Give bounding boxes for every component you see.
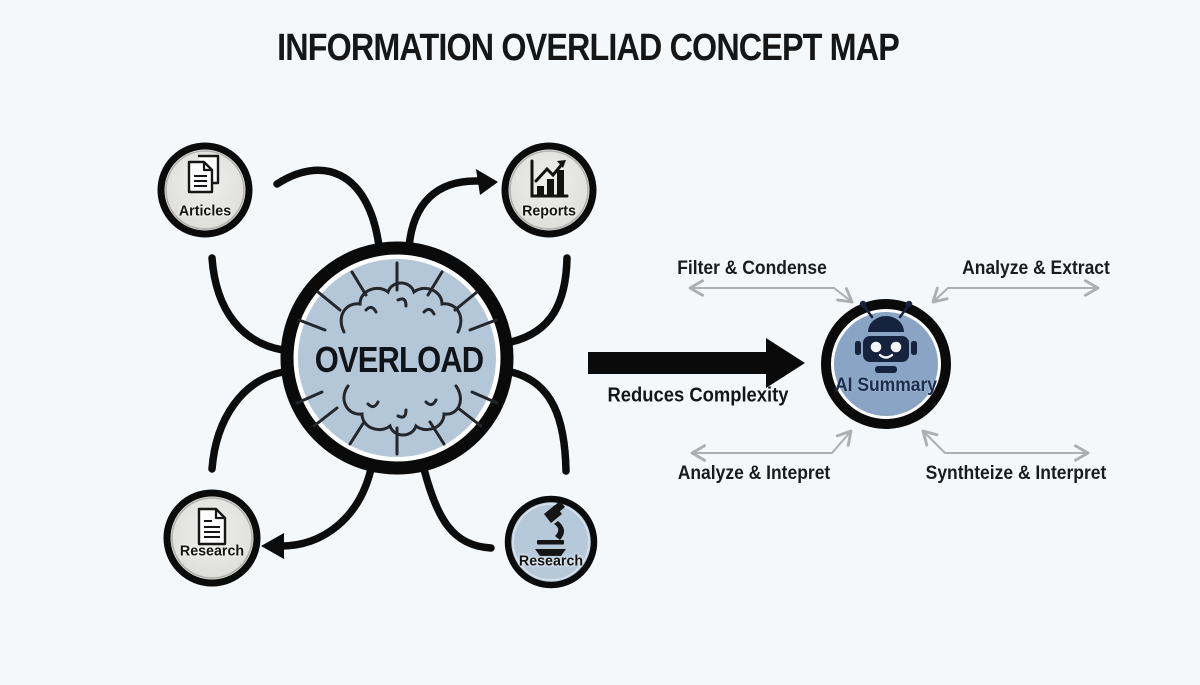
arrow-analyze-extract: [931, 279, 1100, 304]
arrow-analyze-intepret: [690, 429, 853, 462]
ai-fill: [834, 312, 938, 416]
overload-label: OVERLOAD: [314, 339, 484, 380]
edge-overload-to-research-bl: [277, 465, 375, 550]
process-arrows: [688, 279, 1100, 462]
overloaded-brain-icon: [295, 261, 499, 456]
microscope-icon: [535, 501, 566, 556]
edge-overload-to-reports: [405, 177, 482, 251]
node-ai-summary: [821, 299, 951, 429]
arrowhead-to-research-bl: [261, 533, 284, 559]
arrow-synthteize-interpret: [921, 429, 1090, 462]
reports-inner-ring: [509, 150, 589, 230]
reduces-complexity-label: Reduces Complexity: [607, 384, 789, 407]
node-research-notes: [163, 489, 261, 587]
arrowhead-to-reports: [476, 169, 498, 195]
edge-overload-right-lower: [507, 368, 570, 475]
robot-icon: [855, 300, 917, 373]
node-overload: [280, 241, 514, 475]
articles-inner-ring: [165, 150, 245, 230]
connector-curves: [208, 166, 571, 552]
edge-articles-to-overload: [273, 166, 383, 250]
bar-chart-trend-icon: [530, 159, 569, 198]
reduces-complexity-arrow: [588, 338, 805, 388]
node-reports: [501, 142, 597, 238]
edge-overload-to-research-br: [420, 465, 495, 552]
research-bl-inner-ring: [171, 497, 253, 579]
node-research-lab: [504, 495, 598, 589]
document-icon: [197, 507, 227, 546]
node-label-research-br: Research: [518, 552, 584, 570]
edge-overload-right-upper: [507, 254, 571, 346]
process-label-analyze-intepret: Analyze & Intepret: [677, 463, 831, 484]
node-label-research-bl: Research: [179, 542, 245, 560]
process-label-analyze-extract: Analyze & Extract: [962, 258, 1110, 279]
edge-overload-left-upper: [208, 254, 287, 354]
documents-icon: [187, 154, 220, 194]
arrow-filter-condense: [688, 279, 854, 304]
page-title: INFORMATION OVERLIAD CONCEPT MAP: [277, 27, 900, 69]
edge-overload-left-lower: [208, 368, 287, 473]
research-br-inner-ring: [512, 503, 590, 581]
process-label-filter-condense: Filter & Condense: [677, 258, 827, 279]
node-label-reports: Reports: [522, 202, 576, 220]
ai-summary-label: AI Summary: [834, 375, 938, 396]
process-label-synthteize-interpret: Synthteize & Interpret: [925, 463, 1107, 484]
node-label-articles: Articles: [178, 202, 232, 220]
node-articles: [157, 142, 253, 238]
